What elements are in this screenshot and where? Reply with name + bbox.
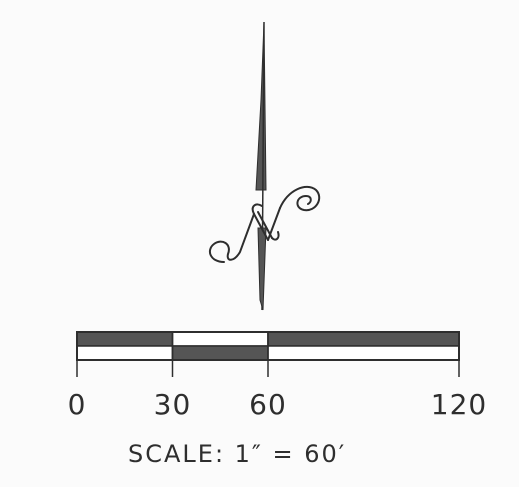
scale-segment-top [171,331,269,347]
scale-tick-label: 120 [430,388,488,421]
scale-bar [76,331,460,377]
scale-segment-top [76,331,174,347]
scale-segment-bottom [76,345,174,361]
scale-segment-top [267,331,460,347]
north-needle-lower [257,227,267,311]
scale-tick-label: 0 [67,388,87,421]
scale-tick-label: 60 [249,388,287,421]
north-letter-n [208,185,321,263]
north-arrow-icon [208,21,321,311]
scale-tick-label: 30 [153,388,192,421]
scale-segment-bottom [171,345,269,361]
scale-text: SCALE: 1″ = 60′ [128,440,347,468]
scale-segment-bottom [267,345,460,361]
